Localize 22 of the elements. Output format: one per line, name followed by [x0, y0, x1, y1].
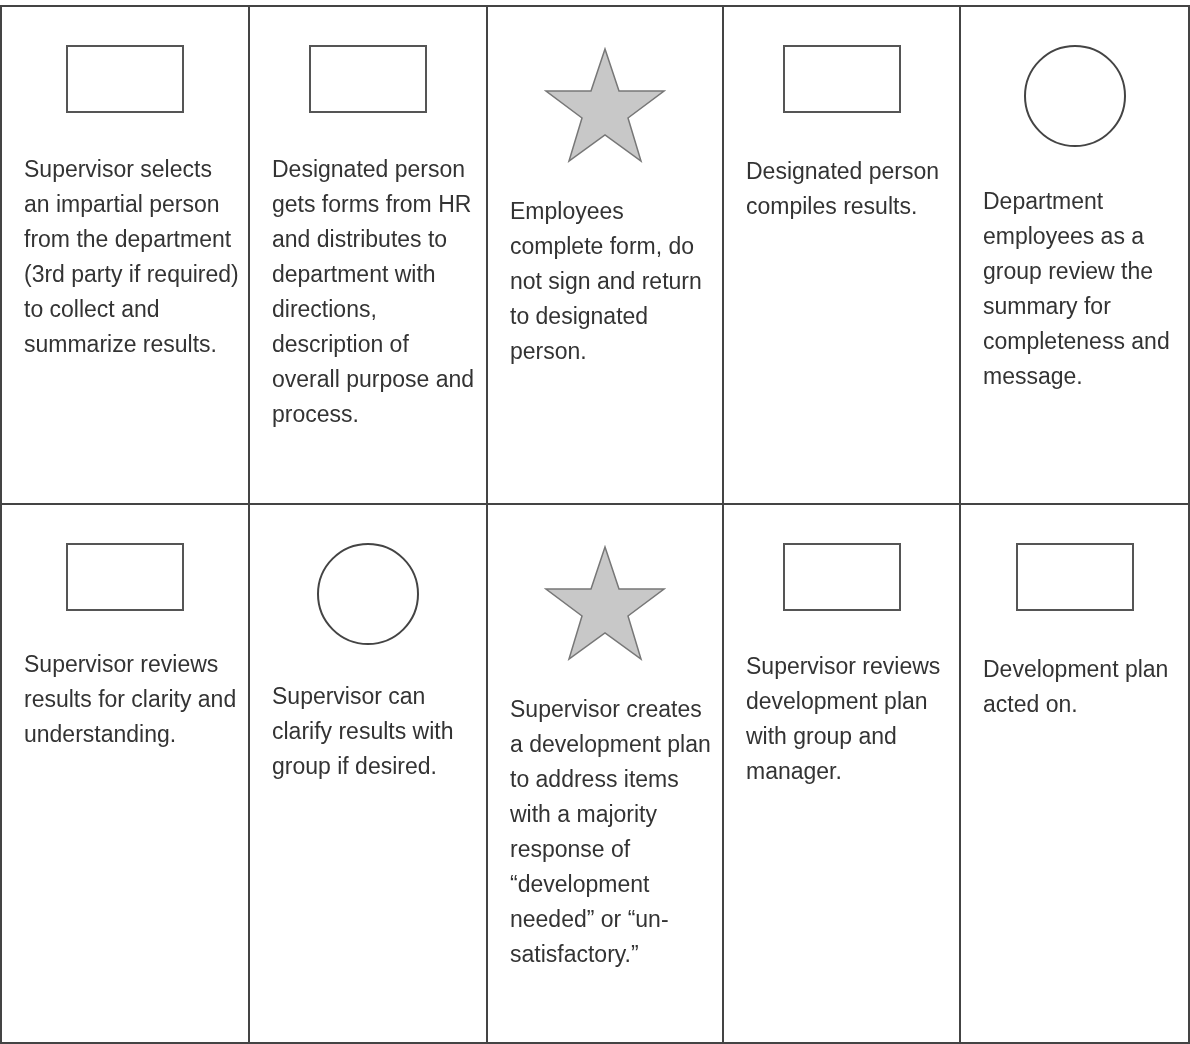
step-text: Supervisor reviews results for clarity and understanding.	[24, 650, 238, 749]
step-text: Development plan acted on.	[983, 655, 1170, 719]
step-text: Employees complete form, do not sign and return to designated person.	[510, 197, 703, 366]
star-symbol	[544, 47, 666, 163]
step-text: Supervisor selects an impartial person from the department (3rd party if required) to collect and summarize results.	[24, 155, 240, 359]
process-box	[782, 45, 901, 113]
process-cell	[959, 5, 1190, 505]
step-text: Supervisor can clarify results with group if desired.	[272, 682, 455, 781]
star-symbol	[544, 545, 666, 661]
step-text: Department employees as a group review the summary for completeness and message.	[983, 187, 1171, 391]
process-box	[782, 543, 901, 611]
process-box	[309, 45, 427, 113]
process-cell	[0, 503, 250, 1044]
step-text: Designated person gets forms from HR and distributes to department with directions, description of overall purpose and process.	[272, 155, 476, 429]
step-text: Supervisor creates a development plan to address items with a majority response of “development needed” or “un-satisfactory.”	[510, 695, 712, 969]
process-cell	[959, 503, 1190, 1044]
step-text: Supervisor reviews development plan with group and manager.	[746, 652, 942, 786]
process-cell	[0, 5, 250, 505]
process-box	[1015, 543, 1134, 611]
process-box	[66, 45, 184, 113]
step-text: Designated person compiles results.	[746, 157, 941, 221]
process-box	[66, 543, 184, 611]
